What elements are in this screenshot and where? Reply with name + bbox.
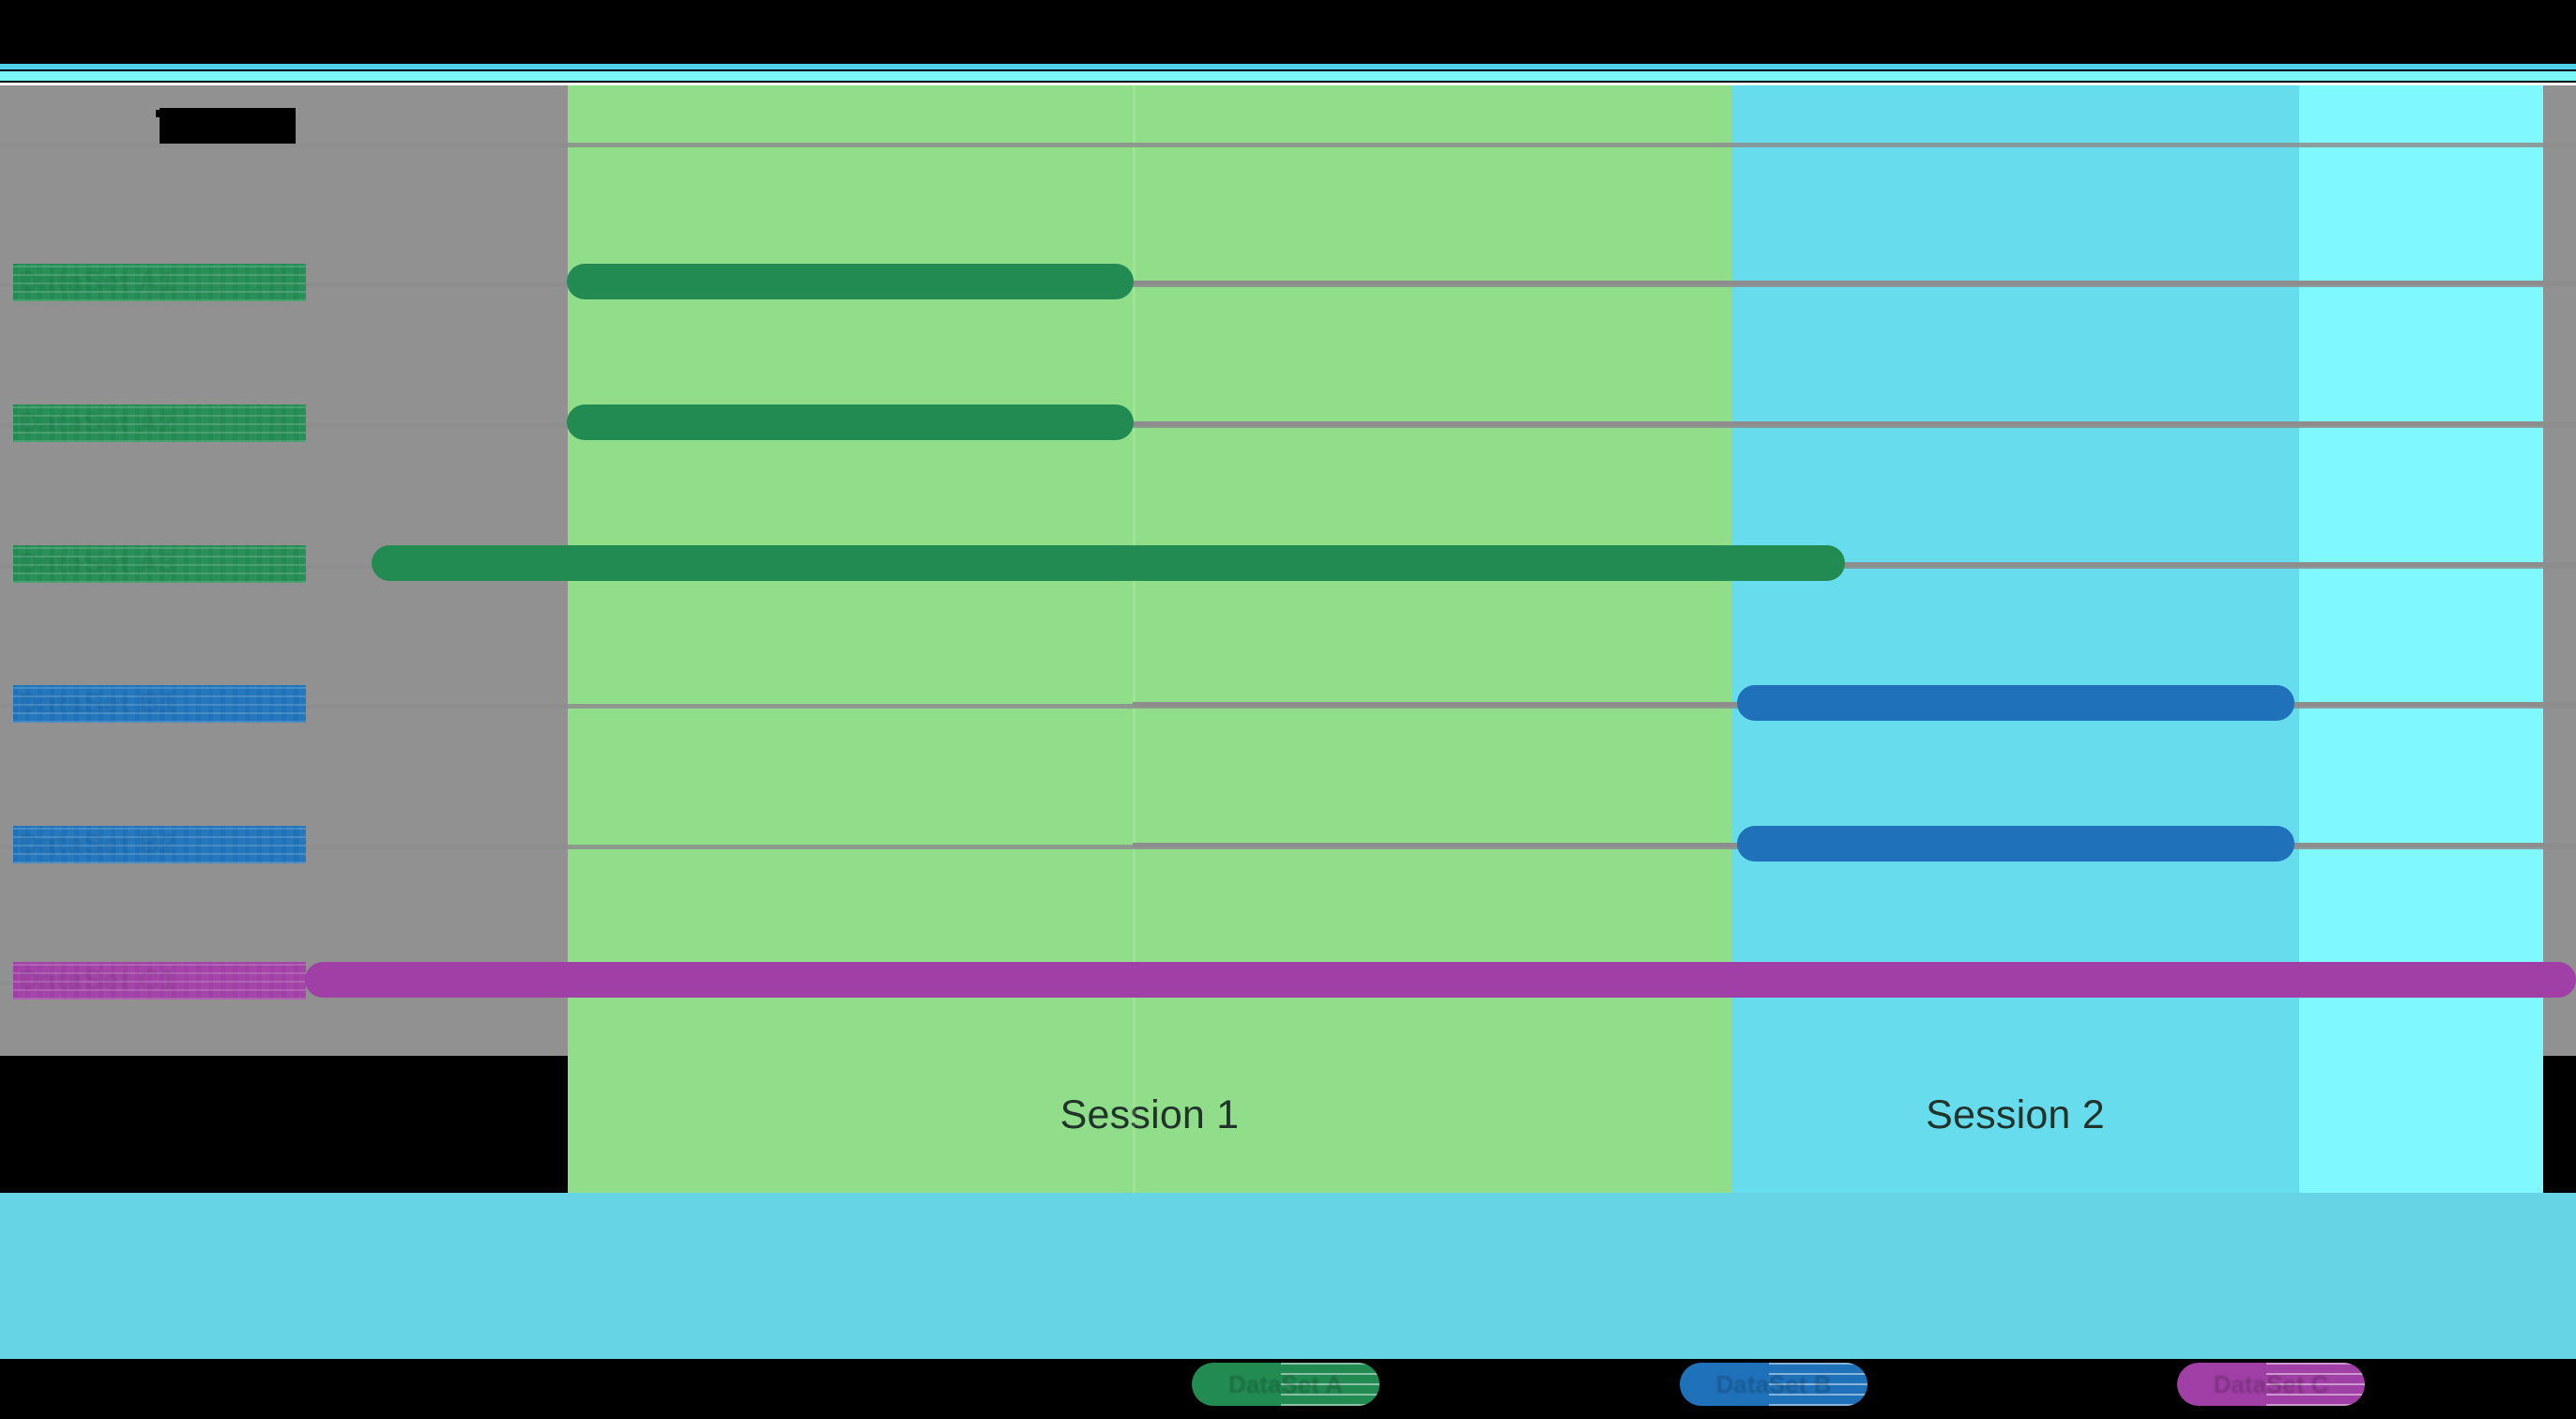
legend-label-dataset-b: DataSet B [1715,1369,1832,1398]
task-tail-a1 [1133,281,2576,285]
legend-item-dataset-b[interactable]: DataSet B [1680,1359,1867,1419]
task-bar-dataset-b2[interactable] [1737,826,2294,862]
task-bar-dataset-a3[interactable] [372,545,1845,581]
legend-item-dataset-c[interactable]: DataSet C [2177,1359,2365,1419]
legend-item-dataset-a[interactable]: DataSet A [1192,1359,1379,1419]
task-bar-dataset-b1[interactable] [1737,685,2294,721]
task-tail-a3 [1844,562,2576,567]
y-label-dataset-b2: DataSet B2 [13,826,306,863]
task-bar-dataset-a2[interactable] [567,404,1134,440]
gridline-0 [0,143,2576,147]
session-band-2-label: Session 2 [1926,1092,2105,1137]
y-label-dataset-a2: DataSet A2 [13,404,306,442]
task-bar-dataset-c1[interactable] [305,962,2576,998]
footer-strip [0,1193,2576,1366]
chart-title-redacted [156,108,296,144]
top-rail-light [0,71,2576,81]
y-label-dataset-b1: DataSet B1 [13,685,306,723]
legend-swatch-dataset-c [2177,1363,2365,1406]
session-band-1: Session 1 [568,85,1731,1193]
legend-swatch-dataset-a [1192,1363,1379,1406]
legend-label-dataset-a: DataSet A [1228,1369,1343,1398]
legend-swatch-dataset-b [1680,1363,1867,1406]
session-band-3 [2299,85,2543,1193]
band-seam [1133,85,1136,1193]
top-rail-dark [0,64,2576,69]
session-band-1-label: Session 1 [1059,1092,1240,1137]
y-label-dataset-a3: DataSet A3 [13,545,306,583]
task-bar-dataset-a1[interactable] [567,264,1134,299]
y-label-dataset-c1: DataSet C1 [13,962,306,999]
top-rail-white [0,83,2576,85]
session-band-2: Session 2 [1731,85,2299,1193]
chart-legend: DataSet A DataSet B DataSet C [0,1359,2576,1419]
panel-right-edge [2543,85,2576,1056]
y-label-dataset-a1: DataSet A1 [13,264,306,301]
legend-label-dataset-c: DataSet C [2213,1369,2329,1398]
task-tail-a2 [1133,421,2576,426]
